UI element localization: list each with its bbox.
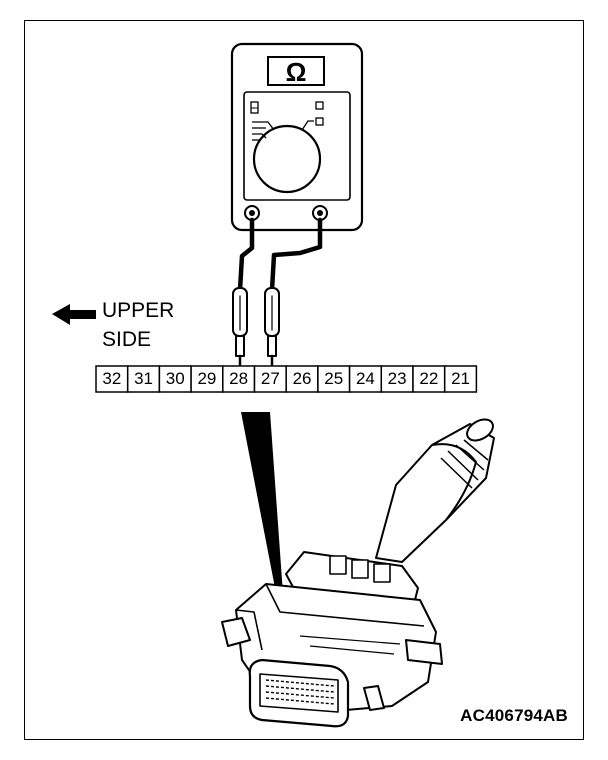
test-lead-right — [269, 217, 323, 293]
connector-pin-label: 26 — [292, 369, 312, 388]
multimeter-display — [267, 56, 325, 86]
connector-pin-label: 30 — [165, 369, 185, 388]
connector-pin-label: 23 — [387, 369, 407, 388]
combination-switch — [221, 418, 495, 728]
connector-pin-cell — [380, 365, 414, 393]
selector-dial — [252, 124, 322, 194]
connector-pin-label: 22 — [419, 369, 439, 388]
range-indicator — [315, 117, 324, 126]
connector-pin-cell — [158, 365, 192, 393]
connector-pin-cell — [443, 365, 478, 393]
ohm-symbol-icon: Ω — [285, 57, 307, 87]
figure-frame — [24, 20, 584, 740]
connector-pin-label: 31 — [134, 369, 153, 388]
connector-pin-cell — [253, 365, 287, 393]
connector-pin-cell — [285, 365, 319, 393]
connector-pin-label: 29 — [197, 369, 217, 388]
multimeter — [230, 42, 364, 232]
test-lead-left — [237, 217, 255, 293]
range-indicator — [315, 101, 324, 110]
upper-side-label-upper: UPPER — [102, 299, 175, 322]
switch-lever — [375, 423, 495, 563]
connector-pin-label: 24 — [355, 369, 375, 388]
connector-pin-label: 32 — [102, 369, 122, 388]
figure-code: AC406794AB — [460, 706, 568, 725]
connector-pin-table — [95, 365, 478, 393]
test-leads — [232, 217, 323, 368]
connector-pin-label: 25 — [324, 369, 344, 388]
connector-pin-label: 27 — [260, 369, 280, 388]
connector-pin-cell — [348, 365, 383, 393]
connector-pin-label: 28 — [229, 369, 249, 388]
connector-pin-label: 21 — [451, 369, 470, 388]
connector-pin-cell — [190, 365, 224, 393]
arrow-left-icon — [52, 304, 96, 325]
connector-pin-cell — [412, 365, 446, 393]
upper-side-label-side: SIDE — [102, 328, 152, 351]
connector-pin-cell — [95, 365, 129, 393]
